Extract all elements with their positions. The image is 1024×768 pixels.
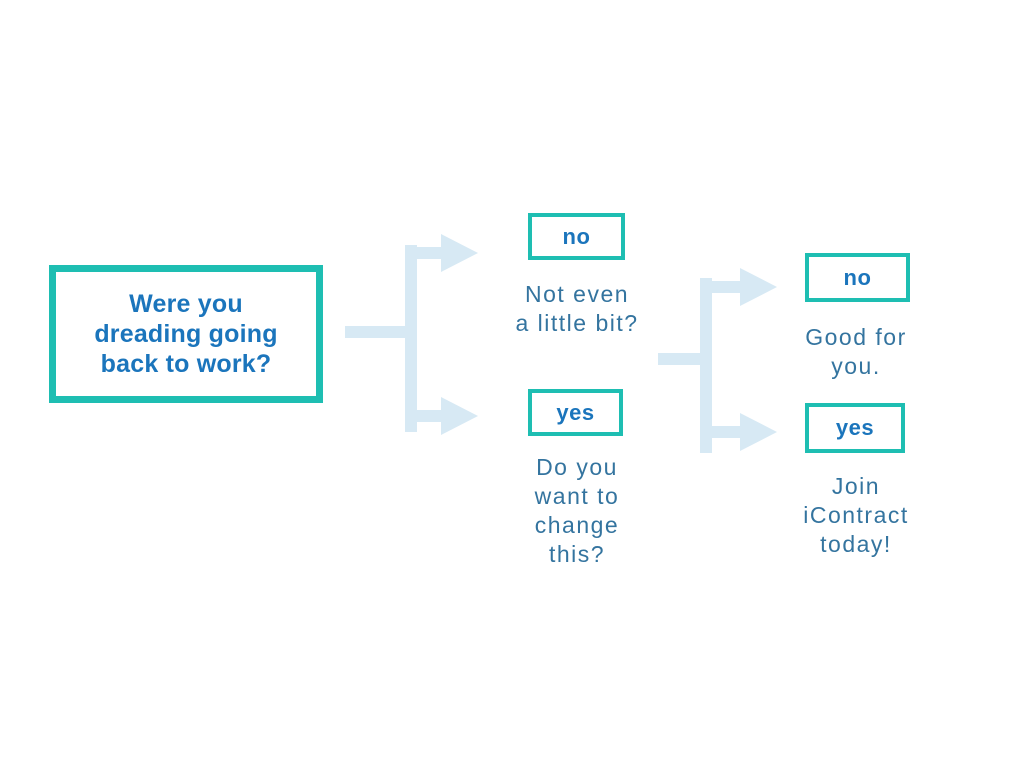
level2-yes-caption: Join iContract today! [803, 473, 909, 557]
arrow-right-icon [441, 234, 478, 272]
arrow-right-icon [740, 413, 777, 451]
level1-no-box: no [528, 213, 625, 260]
level1-no-caption: Not even a little bit? [515, 281, 639, 336]
root-question-text: Were you dreading going back to work? [94, 290, 278, 378]
level1-yes-caption: Do you want to change this? [534, 454, 620, 567]
connector2-stub-line [658, 353, 712, 365]
level2-no-caption: Good for you. [805, 324, 907, 379]
level1-yes-label: yes [556, 399, 595, 425]
connector1-bottom-branch-line [405, 410, 443, 422]
connector1-stub-line [345, 326, 417, 338]
connector2-vertical-line [700, 278, 712, 453]
connector1-top-branch-line [405, 247, 443, 259]
level1-yes-box: yes [528, 389, 623, 436]
level2-no-label: no [843, 264, 872, 290]
connector2-top-branch-line [700, 281, 742, 293]
connector2-bottom-branch-line [700, 426, 742, 438]
arrow-right-icon [441, 397, 478, 435]
root-question-box: Were you dreading going back to work? [49, 265, 323, 403]
connector1-vertical-line [405, 245, 417, 432]
level2-yes-label: yes [835, 415, 875, 440]
level2-yes-box: yes [805, 403, 905, 453]
arrow-right-icon [740, 268, 777, 306]
level2-no-box: no [805, 253, 910, 302]
level1-no-label: no [562, 223, 591, 249]
